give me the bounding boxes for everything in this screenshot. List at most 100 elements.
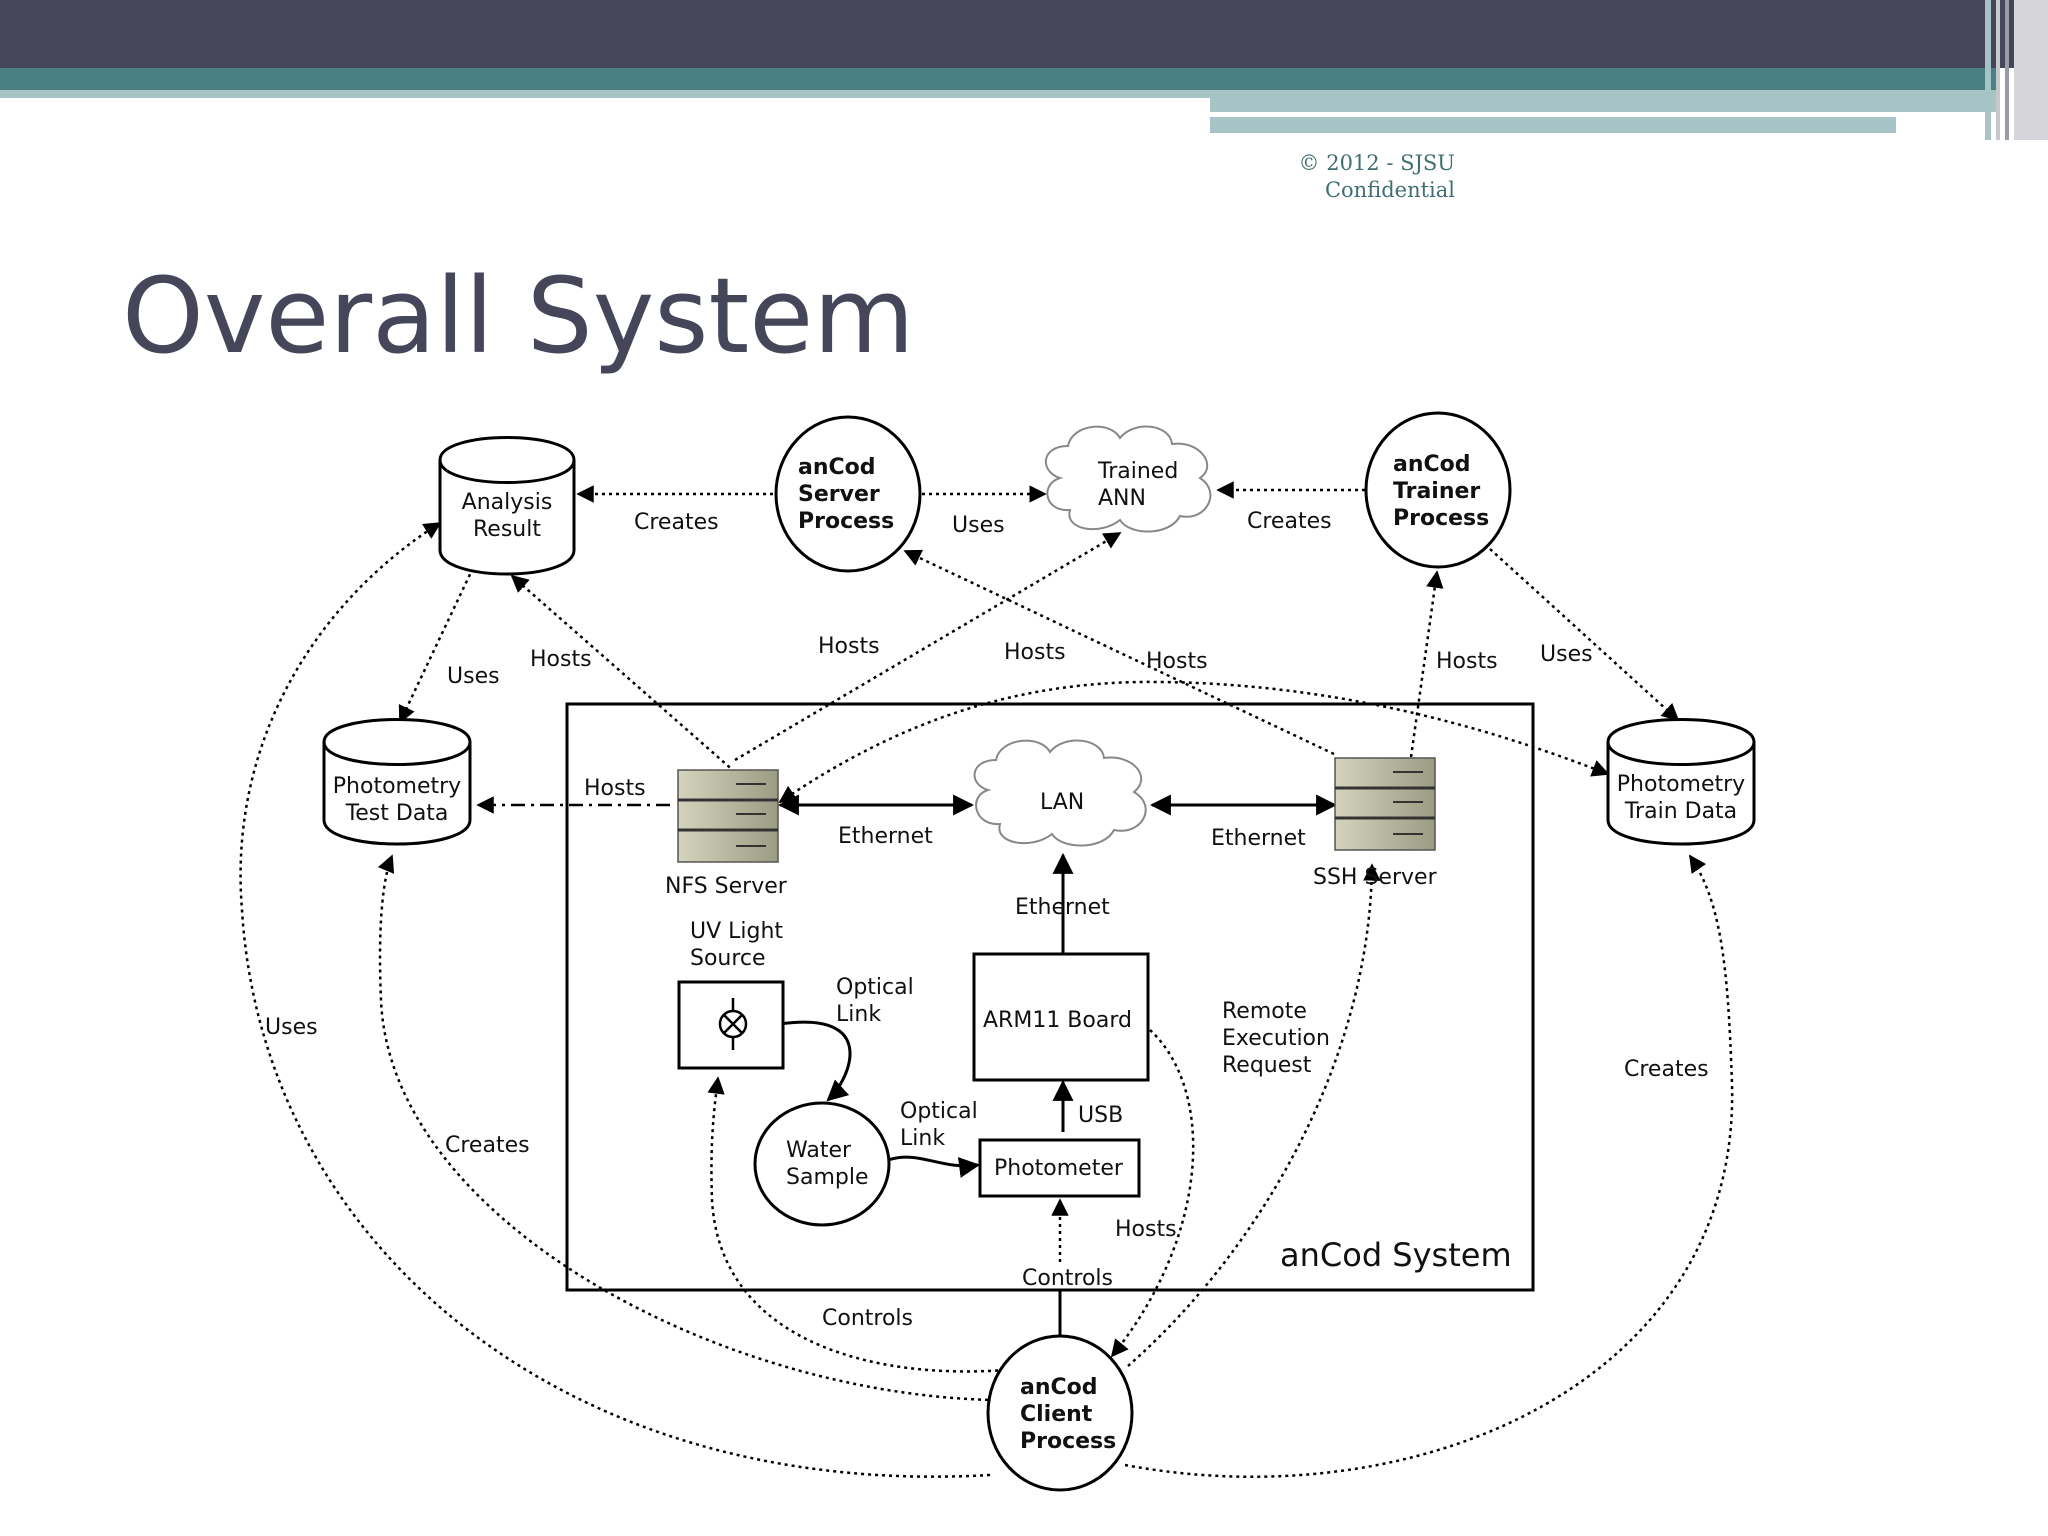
edge-trainer-uses-train [1489, 548, 1680, 722]
edges [239, 481, 1734, 1478]
water-sample-label: Sample [786, 1165, 869, 1190]
edge-label: Controls [1022, 1266, 1113, 1291]
edge-label: Hosts [1004, 640, 1066, 665]
edge-label: Uses [952, 513, 1005, 538]
edge-label: Creates [1624, 1057, 1709, 1082]
server-process-label: Server [798, 482, 880, 507]
edge-label: Link [900, 1126, 945, 1151]
photometry-test-data-store: Photometry Test Data [322, 718, 472, 846]
edge-label: Hosts [530, 647, 592, 672]
client-process-label: Client [1020, 1402, 1093, 1427]
page-title: Overall System [122, 255, 915, 377]
edge-label: Ethernet [1015, 895, 1110, 920]
edge-label: Creates [445, 1133, 530, 1158]
edge-nfs-hosts-train [778, 680, 1610, 804]
train-data-label: Photometry [1617, 772, 1745, 797]
arm11-label: ARM11 Board [983, 1008, 1132, 1033]
lan-label: LAN [1040, 790, 1084, 815]
trainer-process-label: Trainer [1393, 479, 1480, 504]
analysis-result-label: Analysis [462, 490, 553, 515]
edge-label: Uses [1540, 642, 1593, 667]
edge-label: Uses [265, 1015, 318, 1040]
edge-labels: Creates Uses Creates Uses Hosts Hosts Ho… [265, 509, 1709, 1331]
client-process-label: Process [1020, 1429, 1116, 1454]
edge-label: Execution [1222, 1026, 1330, 1051]
trainer-process-label: anCod [1393, 452, 1471, 477]
edge-label: USB [1078, 1103, 1123, 1128]
edge-water-photometer [887, 1155, 981, 1178]
edge-nfs-hosts-ann [734, 531, 1122, 762]
train-data-label: Train Data [1624, 799, 1737, 824]
uv-light-source-node: UV Light Source [677, 919, 785, 1070]
test-data-label: Photometry [333, 774, 461, 799]
copyright-line: © 2012 - SJSU [1298, 151, 1455, 175]
edge-stripe-4 [2014, 0, 2048, 140]
server-process-node: anCod Server Process [774, 415, 922, 573]
edge-label: Hosts [1115, 1217, 1177, 1242]
white-rule [1210, 112, 1896, 117]
edge-ssh-hosts-trainer [1409, 570, 1444, 758]
edge-label: Creates [1247, 509, 1332, 534]
edge-label: Request [1222, 1053, 1312, 1078]
edge-label: Hosts [818, 634, 880, 659]
top-bar [0, 0, 2048, 68]
analysis-result-label: Result [473, 517, 541, 542]
nfs-server-node: NFS Server [665, 769, 788, 899]
arm11-board-node: ARM11 Board [972, 952, 1150, 1082]
ssh-server-node: SSH Server [1313, 757, 1438, 890]
edge-label: Ethernet [1211, 826, 1306, 851]
edge-stripe-2 [1996, 0, 2000, 140]
edge-label: Hosts [584, 776, 646, 801]
uv-light-label: Source [690, 946, 766, 971]
system-boundary [565, 702, 1535, 1292]
edge-label: Optical [900, 1099, 978, 1124]
nfs-server-label: NFS Server [665, 874, 788, 899]
water-sample-node: Water Sample [753, 1101, 891, 1227]
copyright-notice: © 2012 - SJSU Confidential [1270, 150, 1455, 204]
solid-edges [777, 794, 1338, 1338]
edge-label: Hosts [1146, 649, 1208, 674]
edge-label: Uses [447, 664, 500, 689]
water-sample-label: Water [786, 1138, 852, 1163]
edge-stripe-1 [1985, 0, 1991, 140]
uv-light-label: UV Light [690, 919, 783, 944]
edge-client-remote-ssh [1127, 863, 1381, 1367]
trainer-process-node: anCod Trainer Process [1364, 411, 1512, 569]
edge-label: Link [836, 1002, 881, 1027]
client-process-label: anCod [1020, 1375, 1098, 1400]
photometer-node: Photometer [978, 1138, 1141, 1198]
server-process-label: anCod [798, 455, 876, 480]
trainer-process-label: Process [1393, 506, 1489, 531]
light-band [0, 90, 1210, 98]
edge-label: Controls [822, 1306, 913, 1331]
edge-uv-water [779, 1020, 852, 1102]
edge-stripe-3 [2005, 0, 2009, 140]
trained-ann-label: ANN [1098, 486, 1146, 511]
edge-client-hosts-arm [1110, 1029, 1195, 1358]
client-process-node: anCod Client Process [986, 1334, 1134, 1492]
confidential-line: Confidential [1324, 178, 1455, 202]
test-data-label: Test Data [345, 801, 449, 826]
teal-band [0, 68, 2000, 90]
right-band [1210, 90, 2000, 112]
analysis-result-store: Analysis Result [438, 436, 576, 576]
edge-label: Ethernet [838, 824, 933, 849]
photometer-label: Photometer [994, 1156, 1124, 1181]
light-band-lower [1210, 117, 1896, 133]
edge-label: Remote [1222, 999, 1307, 1024]
edge-label: Hosts [1436, 649, 1498, 674]
edge-nfs-hosts-analysis [510, 574, 736, 773]
trained-ann-cloud: Trained ANN [1044, 425, 1212, 533]
server-process-label: Process [798, 509, 894, 534]
edge-ssh-hosts-server [903, 549, 1335, 756]
edge-label: Creates [634, 510, 719, 535]
edge-client-creates-train [1124, 854, 1734, 1478]
system-label: anCod System [1280, 1236, 1512, 1274]
edge-label: Optical [836, 975, 914, 1000]
edge-client-controls-uv [707, 1076, 1006, 1373]
edge-analysis-uses-test [398, 567, 475, 724]
photometry-train-data-store: Photometry Train Data [1606, 718, 1756, 846]
ssh-server-label: SSH Server [1313, 865, 1438, 890]
